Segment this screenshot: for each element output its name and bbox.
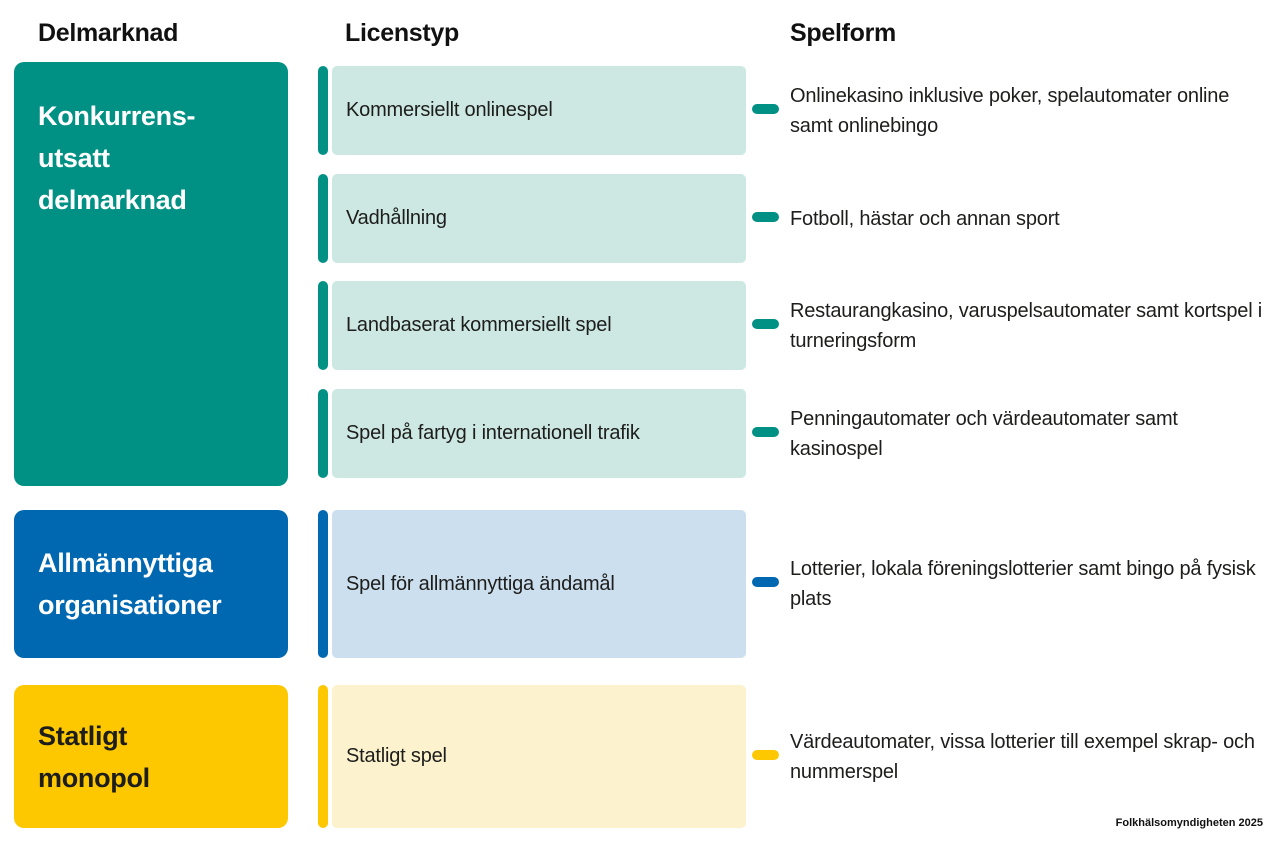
spelform-row: Lotterier, lokala föreningslotterier sam… — [752, 510, 1272, 658]
license-row: Spel för allmännyttiga ändamål — [318, 510, 746, 658]
license-row: Kommersiellt onlinespel — [318, 66, 746, 155]
column-header-delmarknad: Delmarknad — [38, 19, 179, 47]
license-label: Spel på fartyg i internationell trafik — [346, 422, 640, 444]
spelform-text: Penningautomater och värdeautomater samt… — [790, 407, 1178, 460]
license-label: Vadhållning — [346, 207, 447, 229]
license-label: Kommersiellt onlinespel — [346, 99, 553, 121]
column-header-licenstyp: Licenstyp — [345, 19, 459, 47]
license-row: Spel på fartyg i internationell trafik — [318, 389, 746, 478]
spelform-text: Lotterier, lokala föreningslotterier sam… — [790, 558, 1256, 610]
spelform-text: Fotboll, hästar och annan sport — [790, 207, 1060, 230]
spelform-text: Restaurangkasino, varuspelsautomater sam… — [790, 299, 1263, 352]
submarket-label: Allmännyttiga organisationer — [38, 548, 222, 620]
license-box: Statligt spel — [332, 685, 746, 828]
submarket-box-konkurrensutsatt: Konkurrens- utsatt delmarknad — [14, 62, 288, 486]
spelform-text: Onlinekasino inklusive poker, spelautoma… — [790, 84, 1230, 137]
column-header-spelform: Spelform — [790, 19, 896, 47]
license-accent-bar — [318, 510, 328, 658]
spelform-row: Onlinekasino inklusive poker, spelautoma… — [752, 66, 1272, 155]
license-box: Vadhållning — [332, 174, 746, 263]
connector-dash-icon — [752, 211, 779, 222]
spelform-row: Restaurangkasino, varuspelsautomater sam… — [752, 281, 1272, 370]
spelform-row: Värdeautomater, vissa lotterier till exe… — [752, 685, 1272, 828]
license-accent-bar — [318, 174, 328, 263]
license-row: Landbaserat kommersiellt spel — [318, 281, 746, 370]
source-credit: Folkhälsomyndigheten 2025 — [1115, 817, 1263, 829]
license-accent-bar — [318, 66, 328, 155]
spelform-row: Fotboll, hästar och annan sport — [752, 174, 1272, 263]
license-accent-bar — [318, 281, 328, 370]
submarket-box-allmannyttiga: Allmännyttiga organisationer — [14, 510, 288, 658]
license-box: Landbaserat kommersiellt spel — [332, 281, 746, 370]
submarket-label: Konkurrens- utsatt delmarknad — [38, 101, 196, 215]
license-box: Spel för allmännyttiga ändamål — [332, 510, 746, 658]
license-accent-bar — [318, 685, 328, 828]
connector-dash-icon — [752, 749, 779, 760]
license-accent-bar — [318, 389, 328, 478]
license-row: Statligt spel — [318, 685, 746, 828]
license-label: Landbaserat kommersiellt spel — [346, 314, 612, 336]
submarket-box-statligt-monopol: Statligt monopol — [14, 685, 288, 828]
connector-dash-icon — [752, 103, 779, 114]
license-label: Spel för allmännyttiga ändamål — [346, 572, 615, 595]
license-row: Vadhållning — [318, 174, 746, 263]
connector-dash-icon — [752, 318, 779, 329]
license-box: Spel på fartyg i internationell trafik — [332, 389, 746, 478]
license-label: Statligt spel — [346, 745, 447, 767]
submarket-label: Statligt monopol — [38, 720, 150, 793]
spelform-text: Värdeautomater, vissa lotterier till exe… — [790, 730, 1255, 783]
license-box: Kommersiellt onlinespel — [332, 66, 746, 155]
connector-dash-icon — [752, 426, 779, 437]
spelform-row: Penningautomater och värdeautomater samt… — [752, 389, 1272, 478]
connector-dash-icon — [752, 577, 779, 587]
